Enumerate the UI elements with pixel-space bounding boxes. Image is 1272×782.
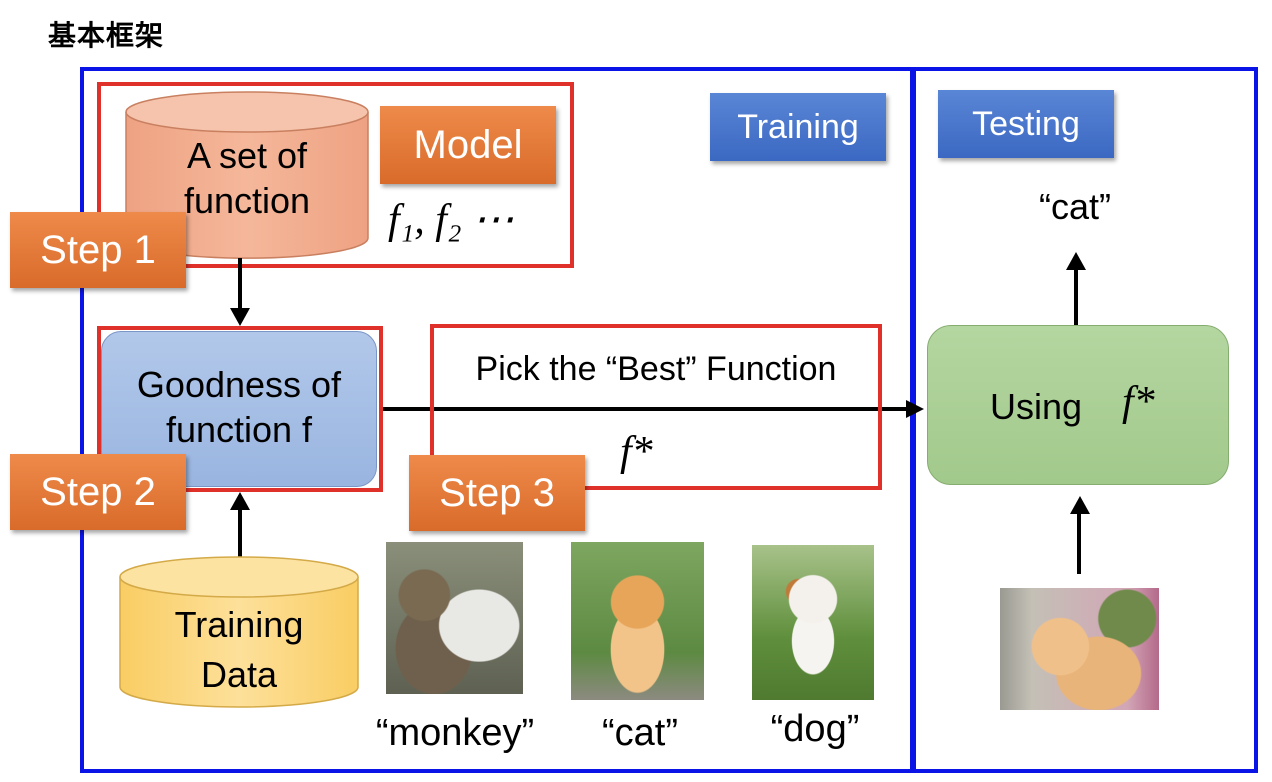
training-data-line2: Data: [200, 654, 278, 696]
test-cat-photo: [1000, 588, 1159, 710]
training-tag: Training: [710, 93, 886, 161]
training-data-text: Training Data: [118, 600, 360, 701]
step3-tag: Step 3: [409, 455, 585, 531]
arrow-step2-to-testing: [383, 407, 915, 411]
training-data-line1: Training: [174, 604, 304, 645]
using-function-symbol: f*: [1122, 379, 1155, 425]
arrow-head-right-icon: [906, 400, 924, 418]
step2-frame: [97, 326, 383, 492]
dog-label: “dog”: [770, 708, 860, 750]
arrow-step1-to-step2: [238, 258, 242, 314]
using-text: Using: [990, 386, 1083, 427]
arrow-using-to-output: [1074, 268, 1078, 326]
step2-tag: Step 2: [10, 454, 186, 530]
arrow-head-up-output-icon: [1066, 252, 1086, 270]
monkey-photo: [386, 542, 523, 694]
output-label: “cat”: [1039, 186, 1111, 227]
function-list-text: f₁, f₂ ⋯: [388, 197, 515, 243]
cat-label: “cat”: [602, 712, 678, 754]
using-box: [927, 325, 1229, 485]
goodness-line1: Goodness of: [136, 364, 342, 405]
cat-photo: [571, 542, 704, 700]
step1-tag: Step 1: [10, 212, 186, 288]
training-data-cylinder: [119, 556, 359, 708]
monkey-label: “monkey”: [375, 712, 535, 754]
testing-tag: Testing: [938, 90, 1114, 158]
testing-frame: [910, 67, 1258, 773]
arrow-data-to-step2: [238, 508, 242, 574]
function-set-line2: function: [183, 180, 311, 221]
arrow-head-up-input-icon: [1070, 496, 1090, 514]
step1-frame: [97, 82, 574, 268]
step3-frame: [430, 324, 882, 490]
best-function-symbol: f*: [620, 429, 653, 475]
model-tag: Model: [380, 106, 556, 184]
training-frame: [80, 67, 916, 773]
pick-best-text: Pick the “Best” Function: [475, 350, 837, 388]
function-set-line1: A set of: [186, 135, 308, 176]
function-set-cylinder: [125, 91, 369, 259]
function-set-text: A set of function: [124, 133, 370, 223]
arrow-head-down-icon: [230, 308, 250, 326]
goodness-line2: function f: [165, 409, 313, 450]
arrow-head-up-icon: [230, 492, 250, 510]
dog-photo: [752, 545, 874, 700]
slide-title: 基本框架: [48, 19, 165, 52]
goodness-text: Goodness of function f: [101, 362, 377, 452]
arrow-input-to-using: [1077, 512, 1081, 574]
